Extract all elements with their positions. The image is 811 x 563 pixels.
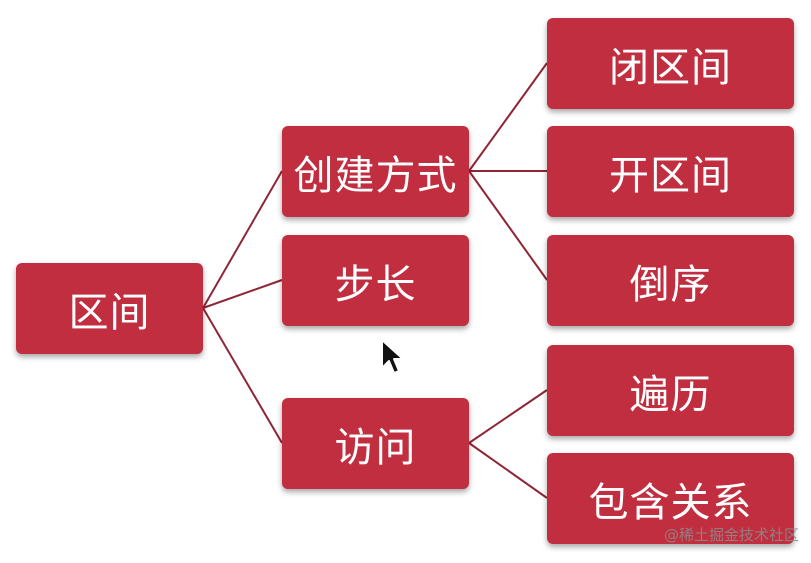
node-reverse-label: 倒序	[629, 261, 712, 308]
node-access-label: 访问	[334, 424, 417, 471]
connector-create-reverse	[468, 170, 548, 281]
node-create-method-label: 创建方式	[293, 152, 458, 199]
node-contains-label: 包含关系	[588, 479, 753, 526]
node-step-label: 步长	[334, 261, 417, 308]
connector-create-closed	[468, 62, 548, 172]
connector-root-access	[202, 307, 283, 444]
connector-access-iterate	[468, 389, 548, 444]
watermark: @稀土掘金技术社区	[663, 526, 799, 544]
connector-root-step	[202, 279, 283, 309]
node-iterate: 遍历	[547, 345, 794, 436]
connector-root-create	[202, 170, 283, 309]
mouse-cursor-icon	[381, 339, 404, 374]
node-open-interval-label: 开区间	[609, 152, 732, 199]
node-step: 步长	[282, 235, 469, 326]
node-closed-interval-label: 闭区间	[609, 44, 732, 91]
node-closed-interval: 闭区间	[547, 18, 794, 109]
node-reverse: 倒序	[547, 235, 794, 326]
node-iterate-label: 遍历	[629, 371, 712, 418]
node-root: 区间	[16, 263, 203, 354]
node-root-label: 区间	[68, 289, 151, 336]
node-open-interval: 开区间	[547, 126, 794, 217]
node-create-method: 创建方式	[282, 126, 469, 217]
node-access: 访问	[282, 398, 469, 489]
connector-access-contains	[468, 442, 548, 499]
